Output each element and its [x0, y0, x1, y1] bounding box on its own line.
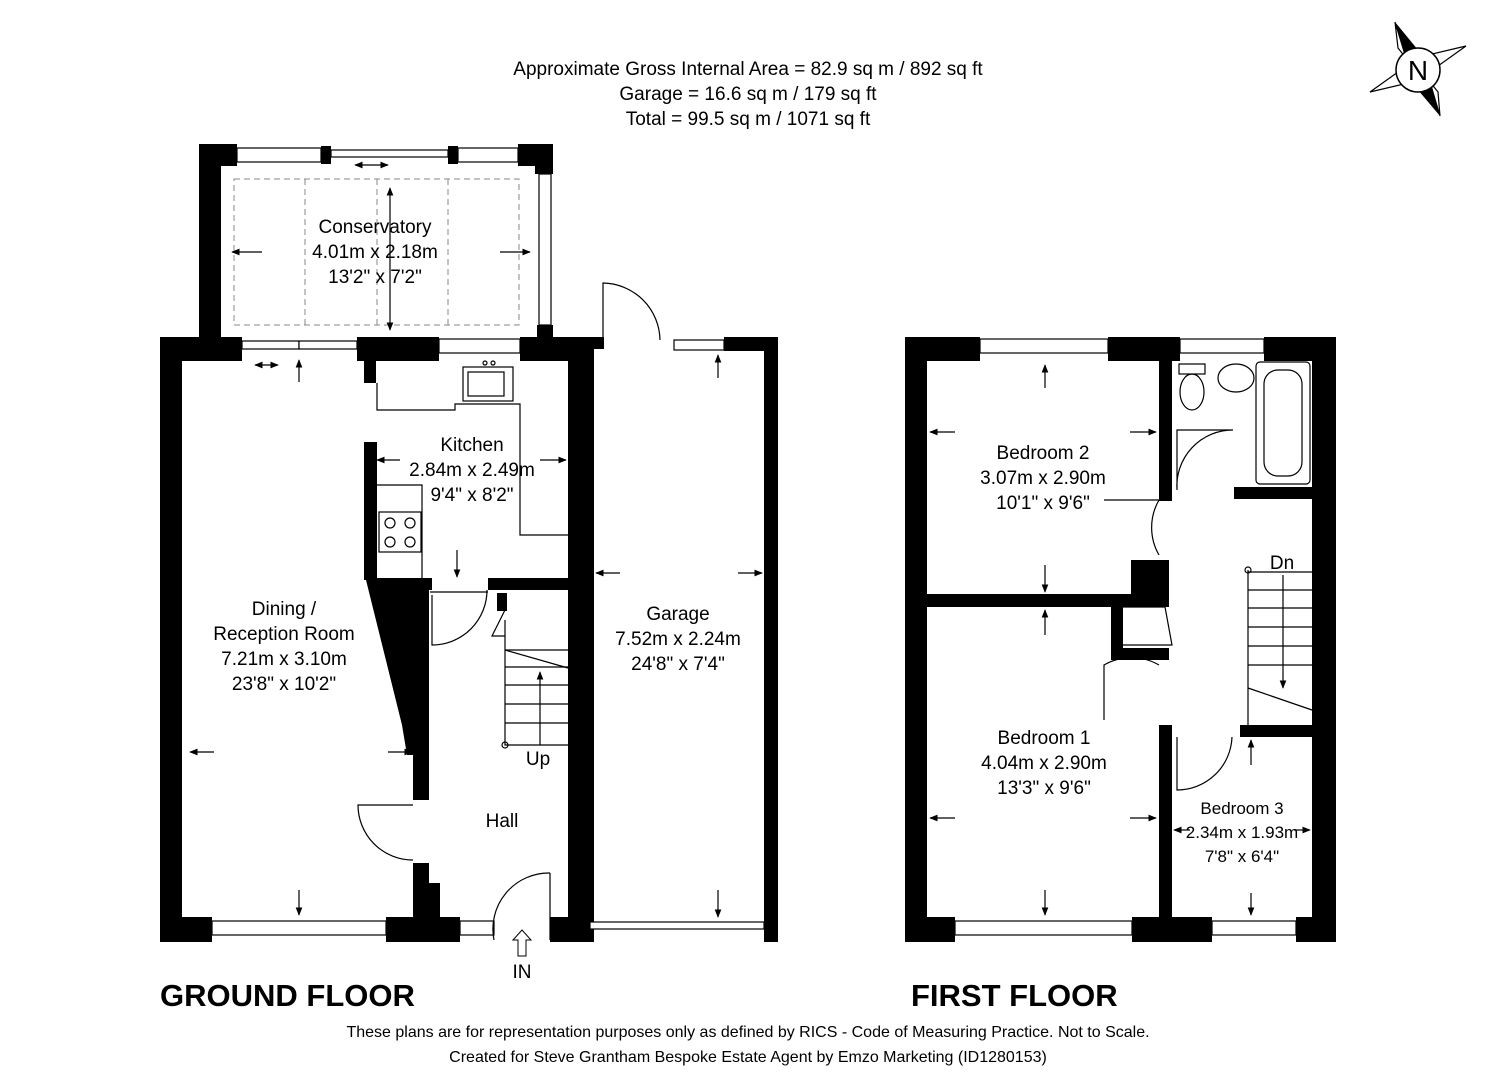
room-name: Conservatory [319, 217, 432, 238]
disclaimer-text: These plans are for representation purpo… [346, 1024, 1149, 1041]
room-name: Bedroom 3 [1200, 799, 1283, 818]
room-name: Garage [646, 604, 709, 625]
conservatory-label: Conservatory 4.01m x 2.18m 13'2" x 7'2" [312, 217, 438, 288]
stairs-down-label: Dn [1270, 553, 1294, 574]
room-imperial: 10'1" x 9'6" [996, 493, 1090, 514]
room-name: Bedroom 1 [998, 728, 1091, 749]
room-imperial: 13'2" x 7'2" [328, 267, 422, 288]
bathroom-fittings [1178, 361, 1311, 485]
stairs-up-label: Up [526, 749, 550, 770]
bedroom3-label: Bedroom 3 2.34m x 1.93m 7'8" x 6'4" [1186, 799, 1298, 866]
room-metric: 2.34m x 1.93m [1186, 823, 1298, 842]
area-line-total: Total = 99.5 sq m / 1071 sq ft [626, 109, 871, 130]
ground-floor-title: GROUND FLOOR [160, 978, 415, 1013]
compass-label: N [1408, 55, 1428, 86]
north-compass-icon: N [1369, 21, 1467, 117]
bedroom2-label: Bedroom 2 3.07m x 2.90m 10'1" x 9'6" [980, 443, 1106, 514]
area-line-garage: Garage = 16.6 sq m / 179 sq ft [619, 84, 877, 105]
hob-icon [378, 511, 422, 553]
room-metric: 2.84m x 2.49m [409, 460, 535, 481]
room-imperial: 9'4" x 8'2" [430, 485, 513, 506]
entrance-arrow-icon [511, 929, 533, 957]
first-floor-plan: Bedroom 2 3.07m x 2.90m 10'1" x 9'6" Bed… [905, 337, 1336, 942]
credit-text: Created for Steve Grantham Bespoke Estat… [449, 1049, 1047, 1066]
room-name-line2: Reception Room [213, 624, 355, 645]
room-name-line1: Dining / [252, 599, 317, 620]
bedroom1-label: Bedroom 1 4.04m x 2.90m 13'3" x 9'6" [981, 728, 1107, 799]
room-imperial: 24'8" x 7'4" [631, 654, 725, 675]
ground-floor-plan: Conservatory 4.01m x 2.18m 13'2" x 7'2" … [160, 144, 778, 983]
ground-floor-stairs [491, 609, 569, 749]
room-metric: 4.04m x 2.90m [981, 753, 1107, 774]
room-name: Kitchen [440, 435, 503, 456]
room-imperial: 13'3" x 9'6" [997, 778, 1091, 799]
room-imperial: 23'8" x 10'2" [232, 674, 336, 695]
garage-label: Garage 7.52m x 2.24m 24'8" x 7'4" [615, 604, 741, 675]
room-metric: 7.52m x 2.24m [615, 629, 741, 650]
first-floor-stairs [1244, 566, 1313, 725]
entrance-label: IN [513, 962, 532, 983]
room-metric: 3.07m x 2.90m [980, 468, 1106, 489]
room-imperial: 7'8" x 6'4" [1205, 847, 1279, 866]
first-floor-title: FIRST FLOOR [911, 978, 1118, 1013]
hall-label: Hall [486, 811, 519, 832]
room-metric: 4.01m x 2.18m [312, 242, 438, 263]
room-metric: 7.21m x 3.10m [221, 649, 347, 670]
area-line-gross: Approximate Gross Internal Area = 82.9 s… [513, 59, 983, 80]
kitchen-label: Kitchen 2.84m x 2.49m 9'4" x 8'2" [409, 435, 535, 506]
room-name: Bedroom 2 [997, 443, 1090, 464]
dining-reception-label: Dining / Reception Room 7.21m x 3.10m 23… [213, 599, 355, 695]
